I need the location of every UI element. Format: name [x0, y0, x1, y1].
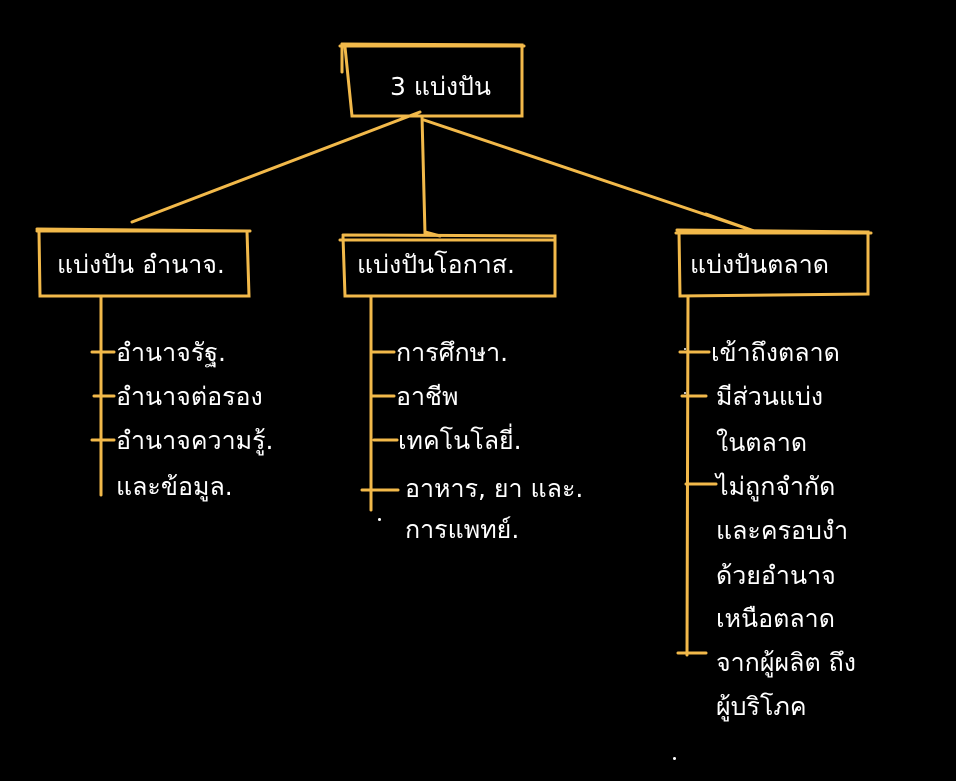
opportunity-item-medical: การแพทย์. [405, 515, 520, 544]
market-item-access: เข้าถึงตลาด [711, 338, 840, 367]
connector-root-to-market [422, 118, 759, 234]
market-item-power-1: ด้วยอำนาจ [716, 561, 836, 590]
root-title: 3 แบ่งปัน [390, 72, 492, 101]
box-market-frame [675, 228, 870, 298]
branch-opportunity-title: แบ่งปันโอกาส. [357, 250, 515, 279]
market-item-power-2: เหนือตลาด [716, 604, 835, 633]
power-item-information: และข้อมูล. [116, 472, 233, 501]
market-item-share-1: มีส่วนแบ่ง [716, 382, 824, 411]
opportunity-item-technology: เทคโนโลยี่. [398, 426, 522, 455]
right-edge-strip [956, 0, 960, 781]
market-item-unrestricted-1: ไม่ถูกจำกัด [716, 472, 836, 501]
market-item-unrestricted-2: และครอบงำ [716, 516, 849, 545]
power-item-knowledge: อำนาจความรู้. [116, 426, 274, 455]
connector-market-arrowhead [704, 212, 759, 234]
opportunity-item-education: การศึกษา. [396, 338, 509, 367]
branch-market-title: แบ่งปันตลาด [690, 250, 829, 279]
opportunity-item-food-medicine: อาหาร, ยา และ. [405, 474, 584, 503]
market-item-producer-consumer-2: ผู้บริโภค [716, 692, 807, 721]
connector-root-to-opportunity [420, 114, 427, 236]
market-item-producer-consumer-1: จากผู้ผลิต ถึง [716, 648, 856, 677]
box-opportunity-frame [341, 233, 557, 298]
stray-dot-3 [684, 348, 686, 350]
trunk-market [685, 294, 690, 657]
connector-root-to-power [130, 110, 422, 224]
opportunity-item-occupation: อาชีพ [396, 382, 459, 411]
power-item-state: อำนาจรัฐ. [116, 338, 226, 367]
market-item-share-2: ในตลาด [716, 428, 808, 457]
branch-power-title: แบ่งปัน อำนาจ. [57, 250, 225, 279]
stray-dot-4 [684, 392, 686, 394]
stray-dot-1 [378, 518, 381, 521]
stray-dot-2 [673, 757, 676, 760]
power-item-bargaining: อำนาจต่อรอง [116, 382, 263, 411]
